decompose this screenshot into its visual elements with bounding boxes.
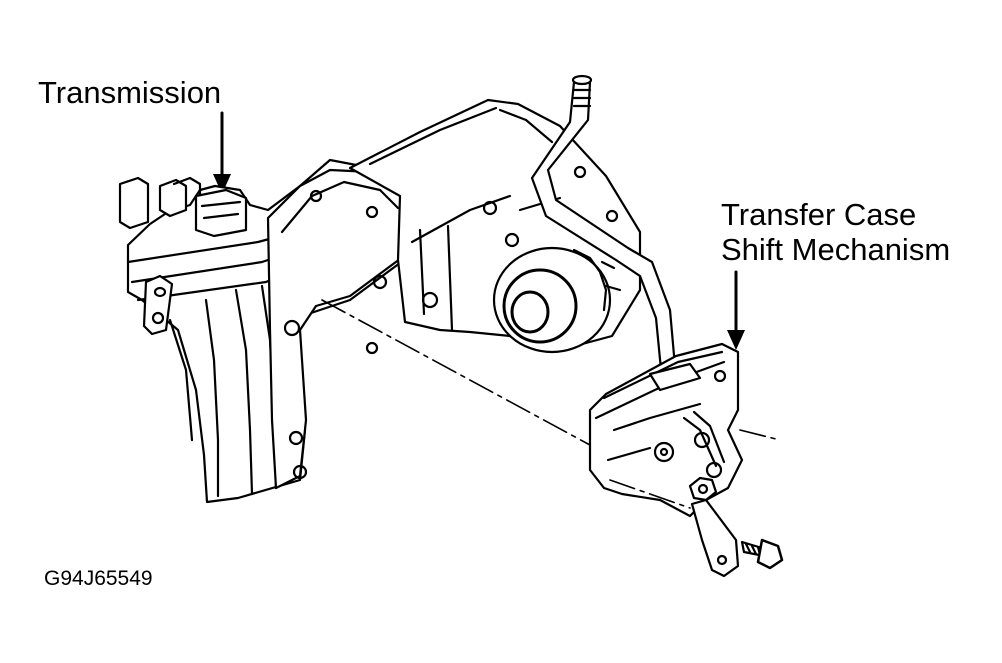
transmission-label: Transmission	[38, 75, 222, 110]
transmission-body	[118, 158, 406, 504]
transfer-case-body	[348, 98, 642, 354]
transfer-case-label-line-2: Shift Mechanism	[721, 231, 951, 267]
transfer-case-label-line-1: Transfer Case	[721, 197, 917, 232]
transfer-case-shift-mechanism-label: Transfer Case Shift Mechanism	[721, 197, 951, 267]
transmission-leader-arrow	[213, 111, 231, 194]
shift-mechanism-leader-arrow	[727, 270, 745, 350]
mounting-bolt	[740, 538, 784, 570]
alignment-lines	[321, 299, 781, 509]
shift-mechanism-bracket	[588, 342, 744, 578]
figure-code: G94J65549	[44, 567, 153, 590]
